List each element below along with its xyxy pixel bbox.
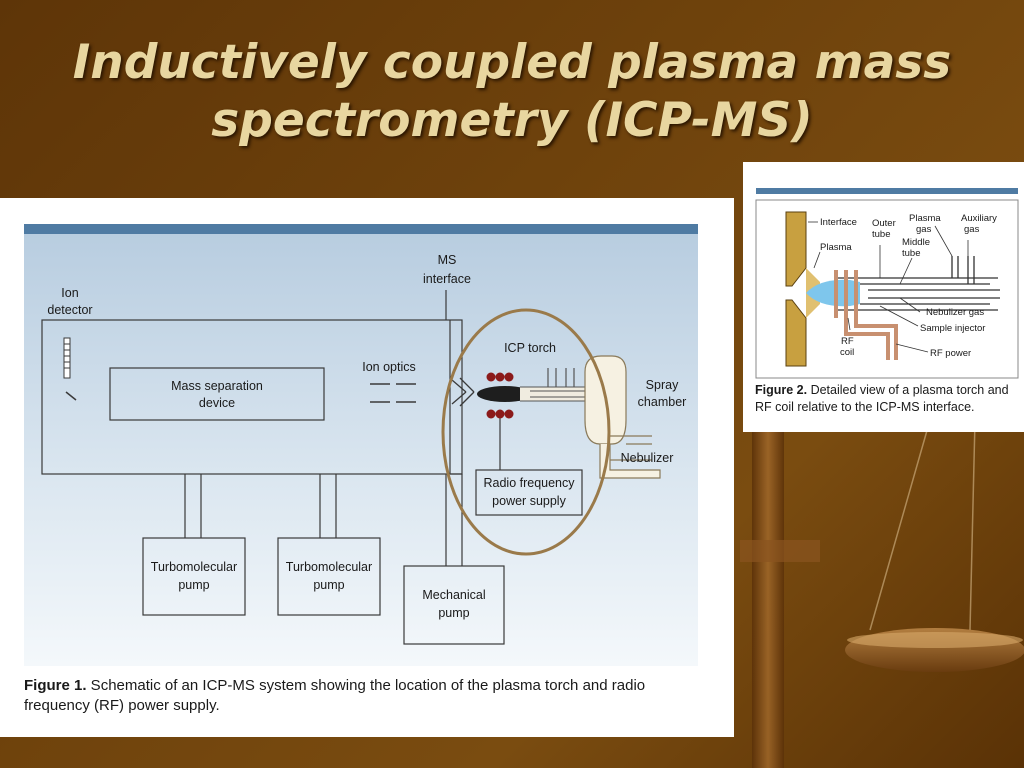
interface-cones-icon [451, 377, 475, 407]
mechanical-pump-box [403, 565, 505, 645]
figure1-diagram: MS interface Ion detector Mass separatio… [24, 224, 698, 666]
label-mech-1: Mechanical [422, 588, 485, 602]
fig2-label-plasma-gas-1: Plasma [909, 213, 941, 224]
label-ion-optics: Ion optics [362, 360, 416, 374]
slide-title-line2: spectrometry (ICP-MS) [211, 93, 813, 148]
fig2-label-aux-1: Auxiliary [961, 213, 997, 224]
figure1-caption-number: Figure 1. [24, 677, 87, 694]
fig2-label-sample-injector: Sample injector [920, 323, 985, 334]
fig2-label-interface: Interface [820, 217, 857, 228]
figure1-caption-text: Schematic of an ICP-MS system showing th… [24, 677, 646, 714]
label-spray-1: Spray [646, 378, 679, 392]
label-ms-interface-1: MS [438, 253, 457, 267]
label-rf-1: Radio frequency [483, 476, 575, 490]
figure2-caption: Figure 2. Detailed view of a plasma torc… [755, 382, 1021, 416]
rf-coil-icon [834, 270, 898, 360]
ion-optics-icon [370, 383, 416, 403]
label-turbo2-1: Turbomolecular [286, 560, 372, 574]
fig2-label-plasma: Plasma [820, 242, 852, 253]
figure1-panel [24, 234, 698, 666]
slide-title-line1: Inductively coupled plasma mass [72, 35, 952, 90]
turbopump-1-box [142, 537, 246, 616]
fig2-label-nebulizer-gas: Nebulizer gas [926, 307, 984, 318]
label-turbo1-1: Turbomolecular [151, 560, 237, 574]
label-turbo2-2: pump [313, 578, 344, 592]
label-mech-2: pump [438, 606, 469, 620]
label-rf-2: power supply [492, 494, 566, 508]
label-turbo1-2: pump [178, 578, 209, 592]
figure2-torch-detail: Interface Plasma Outer tube Plasma gas A… [743, 162, 1024, 432]
figure2-caption-number: Figure 2. [755, 383, 808, 397]
label-icp-torch: ICP torch [504, 341, 556, 355]
figure2-caption-text: Detailed view of a plasma torch and RF c… [755, 383, 1009, 414]
label-ion-detector-2: detector [47, 303, 92, 317]
label-spray-2: chamber [638, 395, 687, 409]
fig2-label-middle-1: Middle [902, 237, 930, 248]
fig2-label-rf-coil-1: RF [841, 336, 854, 347]
ms-chamber-box [41, 319, 463, 475]
fig2-label-rf-coil-2: coil [840, 347, 854, 358]
label-mass-sep-1: Mass separation [171, 379, 263, 393]
icp-region-oval [441, 308, 611, 556]
label-ms-interface-2: interface [423, 272, 471, 286]
label-mass-sep-2: device [199, 396, 235, 410]
mass-separation-box [109, 367, 325, 421]
fig2-label-outer-1: Outer [872, 218, 896, 229]
fig2-label-plasma-gas-2: gas [916, 224, 932, 235]
torch-tubes-icon [834, 256, 1000, 311]
turbopump-2-box [277, 537, 381, 616]
icp-torch-icon [477, 368, 590, 419]
figure1-top-band [24, 224, 698, 234]
interface-cone-icon [785, 211, 820, 367]
ion-detector-icon [63, 337, 77, 401]
rf-power-box [475, 469, 583, 516]
figure1-schematic: MS interface Ion detector Mass separatio… [0, 198, 734, 737]
fig2-label-rf-power: RF power [930, 348, 971, 359]
label-ion-detector-1: Ion [61, 286, 78, 300]
label-nebulizer: Nebulizer [621, 451, 674, 465]
fig2-label-middle-2: tube [902, 248, 921, 259]
figure2-diagram: Interface Plasma Outer tube Plasma gas A… [755, 188, 1019, 379]
figure1-caption: Figure 1. Schematic of an ICP-MS system … [24, 676, 714, 716]
figure2-top-band [756, 188, 1018, 194]
slide-title: Inductively coupled plasma mass spectrom… [0, 34, 1024, 150]
fig2-label-outer-2: tube [872, 229, 891, 240]
fig2-label-aux-2: gas [964, 224, 980, 235]
